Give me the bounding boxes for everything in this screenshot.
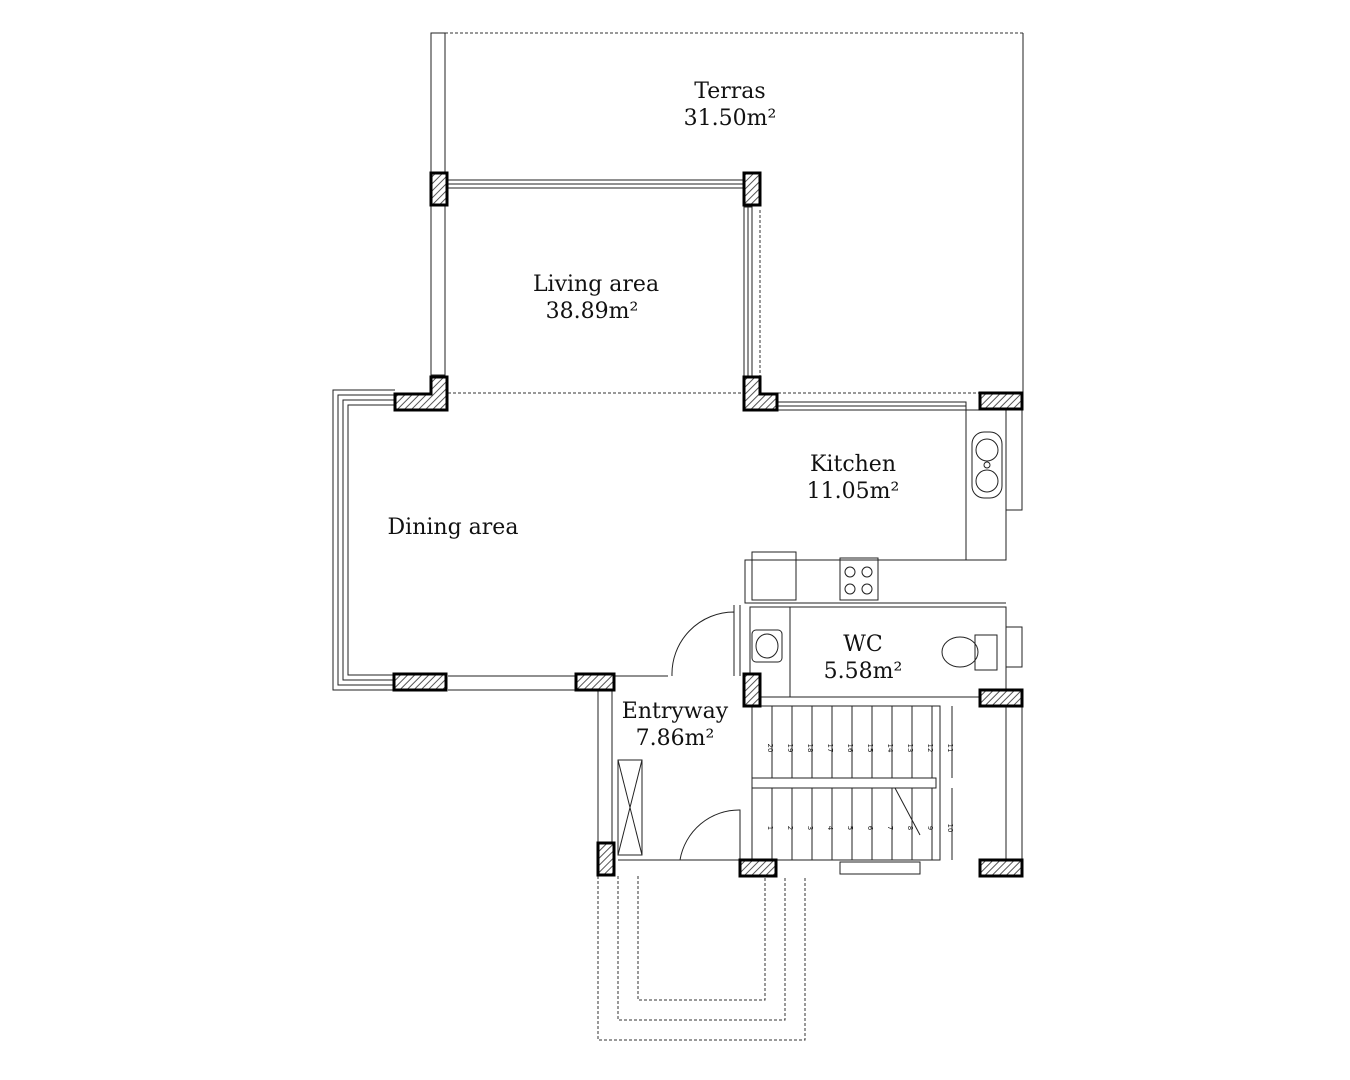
stair-bottom-window — [839, 861, 921, 875]
entry-closet — [617, 759, 643, 856]
stair-landing-rail — [751, 777, 937, 789]
bay-window-line-4 — [347, 404, 395, 676]
terras-area: 31.50m² — [684, 106, 777, 131]
entry-left-wall — [597, 689, 613, 846]
kitchen-label: Kitchen — [810, 452, 896, 477]
terrace-left-wall — [430, 32, 446, 179]
column — [429, 171, 449, 207]
step-number: 7 — [886, 826, 894, 830]
column — [738, 858, 778, 878]
column — [574, 672, 616, 692]
step-number: 16 — [846, 744, 854, 753]
step-number: 12 — [926, 744, 934, 753]
step-number: 18 — [806, 744, 814, 753]
dining-door-swing — [671, 611, 735, 677]
lower-steps: 1 2 3 4 5 6 7 8 9 10 — [766, 788, 954, 860]
step-number: 17 — [826, 744, 834, 753]
column — [596, 841, 616, 877]
wc-label: WC — [843, 632, 882, 657]
step-number: 11 — [946, 744, 954, 753]
porch-inner-2 — [637, 876, 766, 1001]
step-number: 9 — [926, 826, 934, 830]
stove-icon — [839, 557, 879, 601]
step-number: 6 — [866, 826, 874, 831]
step-number: 8 — [906, 826, 914, 830]
entry-closet-x2 — [617, 759, 643, 856]
porch-inner-1 — [617, 876, 786, 1021]
step-number: 4 — [826, 826, 834, 831]
step-number: 1 — [766, 826, 774, 830]
wc-right-wall — [1005, 626, 1023, 668]
step-number: 15 — [866, 744, 874, 753]
toilet-icon — [941, 634, 998, 671]
living-left-wall — [430, 204, 446, 376]
column — [392, 672, 448, 692]
entryway-label: Entryway — [622, 699, 729, 724]
column — [742, 375, 779, 412]
column — [978, 391, 1024, 411]
step-number: 20 — [766, 744, 774, 753]
kitchen-right-wall — [1005, 409, 1023, 511]
dining-label: Dining area — [388, 515, 519, 540]
step-number: 5 — [846, 826, 854, 830]
bay-window-outer — [332, 389, 395, 691]
stair-arrow-line — [894, 787, 921, 836]
step-number: 19 — [786, 744, 794, 753]
kitchen-counter — [744, 559, 1006, 604]
living-area-value: 38.89m² — [546, 299, 639, 324]
columns — [392, 171, 1024, 878]
terras-label: Terras — [694, 79, 765, 104]
step-number: 10 — [946, 824, 954, 833]
living-label: Living area — [533, 272, 659, 297]
column — [742, 672, 762, 708]
column — [742, 171, 762, 207]
column — [393, 375, 449, 412]
washbasin-icon — [751, 629, 783, 663]
kitchen-area: 11.05m² — [807, 479, 900, 504]
step-number: 3 — [806, 826, 814, 830]
porch-outer — [597, 876, 806, 1041]
double-sink-icon — [971, 431, 1003, 499]
porch — [597, 876, 806, 1041]
step-number: 2 — [786, 826, 794, 830]
entryway — [597, 605, 741, 861]
fridge — [751, 551, 797, 601]
entryway-area: 7.86m² — [636, 726, 715, 751]
bay-window-line-3 — [342, 399, 395, 681]
column — [978, 858, 1024, 878]
wc-area: 5.58m² — [824, 659, 903, 684]
step-number: 13 — [906, 744, 914, 753]
entry-door-swing — [679, 809, 741, 861]
wc — [749, 606, 1023, 698]
column — [978, 688, 1024, 708]
bay-window-line-2 — [337, 394, 395, 686]
upper-steps: 20 19 18 17 16 15 14 13 12 11 — [766, 706, 954, 778]
step-number: 14 — [886, 744, 894, 753]
dining-bay-window — [332, 389, 668, 691]
